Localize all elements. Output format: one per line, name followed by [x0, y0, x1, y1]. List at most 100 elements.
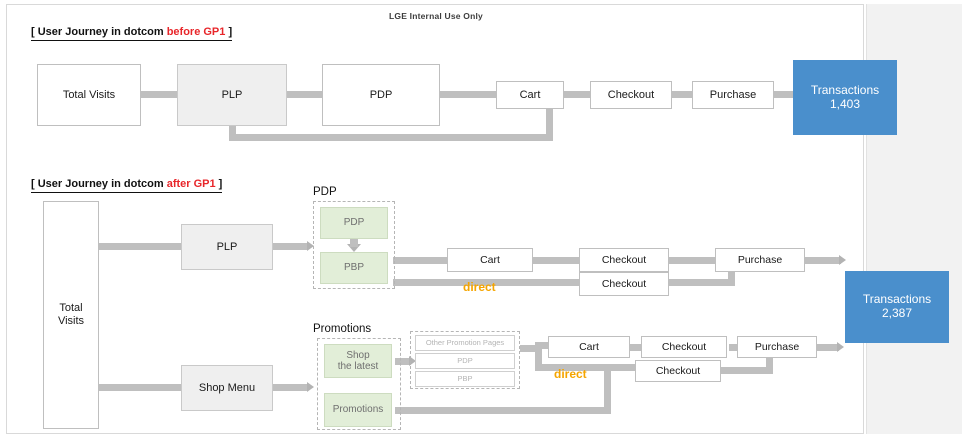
pdp-group-label: PDP	[313, 186, 337, 198]
node-transactions-before[interactable]: Transactions 1,403	[793, 60, 897, 135]
node-pbp-inner-label: PBP	[343, 262, 364, 274]
node-checkout-after-bottom-direct-label: Checkout	[655, 364, 701, 377]
node-checkout-after-bottom[interactable]: Checkout	[641, 336, 727, 358]
node-purchase-after-top[interactable]: Purchase	[715, 248, 805, 272]
node-promo-pbp[interactable]: PBP	[415, 371, 515, 387]
node-total-visits-after-line2: Visits	[57, 315, 85, 327]
node-pbp-inner[interactable]: PBP	[320, 252, 388, 284]
connector-plp-bypass-vertical	[229, 123, 236, 141]
connector-purchase-transactions-bottom-arrowhead	[837, 342, 844, 352]
node-pdp-inner[interactable]: PDP	[320, 207, 388, 239]
node-plp-after[interactable]: PLP	[181, 224, 273, 270]
node-pdp-before[interactable]: PDP	[322, 64, 440, 126]
node-checkout-after-top-direct-label: Checkout	[601, 277, 647, 290]
node-checkout-after-top-direct[interactable]: Checkout	[579, 272, 669, 296]
node-cart-before[interactable]: Cart	[496, 81, 564, 109]
node-shop-menu-after[interactable]: Shop Menu	[181, 365, 273, 411]
connector-purchase-transactions	[771, 91, 799, 98]
connector-plp-pdpgroup-arrowhead	[307, 241, 314, 251]
connector-cart-checkout-top	[529, 257, 583, 264]
section-title-after-highlight: after GP1	[166, 178, 216, 190]
connector-cart-checkout-bottom	[629, 344, 645, 351]
section-title-after: [ User Journey in dotcom after GP1 ]	[31, 178, 223, 193]
connector-plp-pdp	[285, 91, 329, 98]
connector-pbp-direct	[393, 279, 583, 286]
node-cart-after-bottom-label: Cart	[579, 340, 599, 353]
node-purchase-after-bottom[interactable]: Purchase	[737, 336, 817, 358]
node-pdp-inner-label: PDP	[343, 217, 365, 229]
connector-pdp-pbp-arrowhead	[347, 244, 361, 252]
node-pdp-before-label: PDP	[369, 88, 393, 101]
node-checkout-before[interactable]: Checkout	[590, 81, 672, 109]
connector-purchase-transactions-top	[801, 257, 841, 264]
node-checkout-after-top-label: Checkout	[601, 253, 647, 266]
connector-pbp-cart-top	[393, 257, 451, 264]
connector-promotions-bottom-v	[604, 367, 611, 414]
node-transactions-after-label: Transactions	[862, 292, 932, 307]
node-promotions-inner-label: Promotions	[332, 404, 384, 416]
section-title-before-highlight: before GP1	[166, 26, 226, 38]
node-cart-after-bottom[interactable]: Cart	[548, 336, 630, 358]
node-checkout-after-bottom-direct[interactable]: Checkout	[635, 360, 721, 382]
node-total-visits-before-label: Total Visits	[62, 88, 116, 101]
confidential-notice: LGE Internal Use Only	[389, 11, 483, 21]
node-purchase-before[interactable]: Purchase	[692, 81, 774, 109]
section-title-after-suffix: ]	[215, 178, 223, 190]
connector-shopmenu-promogroup-arrowhead	[307, 382, 314, 392]
node-total-visits-after[interactable]: Total Visits	[43, 201, 99, 429]
node-other-promotion-pages-label: Other Promotion Pages	[425, 337, 505, 347]
connector-promopages-out	[520, 345, 542, 352]
connector-totalvisits-plp-after	[99, 243, 181, 250]
node-purchase-before-label: Purchase	[709, 88, 757, 101]
node-total-visits-after-line1: Total	[59, 302, 83, 315]
node-transactions-after-value: 2,387	[881, 306, 913, 320]
connector-purchase-transactions-top-arrowhead	[839, 255, 846, 265]
node-other-promotion-pages[interactable]: Other Promotion Pages	[415, 335, 515, 351]
node-cart-after-top[interactable]: Cart	[447, 248, 533, 272]
connector-promopages-direct	[535, 364, 635, 371]
section-title-after-prefix: [ User Journey in dotcom	[31, 178, 167, 190]
connector-pdp-cart	[437, 91, 501, 98]
node-total-visits-before[interactable]: Total Visits	[37, 64, 141, 126]
node-transactions-before-value: 1,403	[829, 96, 861, 111]
section-title-before-prefix: [ User Journey in dotcom	[31, 26, 167, 38]
node-plp-after-label: PLP	[216, 240, 238, 253]
node-promo-pdp[interactable]: PDP	[415, 353, 515, 369]
promotions-group-box	[317, 338, 401, 430]
direct-label-top: direct	[463, 280, 496, 294]
connector-directcheckout-merge-v	[728, 263, 735, 286]
connector-directcheckout-merge-bottom-v	[766, 350, 773, 374]
connector-checkout-purchase-top	[665, 257, 719, 264]
node-purchase-after-bottom-label: Purchase	[754, 340, 800, 353]
node-plp-before-label: PLP	[221, 88, 243, 101]
connector-bypass-cart-vertical	[546, 101, 553, 141]
node-promo-pbp-label: PBP	[457, 373, 473, 383]
connector-directcheckout-merge-h	[665, 279, 735, 286]
node-promotions-inner[interactable]: Promotions	[324, 393, 392, 427]
connector-checkout-purchase	[669, 91, 695, 98]
direct-label-bottom: direct	[554, 367, 587, 381]
connector-shopthelatest-promopages-arrowhead	[409, 356, 416, 366]
connector-purchase-transactions-bottom	[813, 344, 839, 351]
node-transactions-before-label: Transactions	[810, 82, 880, 97]
connector-promopages-cart	[535, 342, 553, 349]
node-transactions-after[interactable]: Transactions 2,387	[845, 271, 949, 343]
section-title-before: [ User Journey in dotcom before GP1 ]	[31, 26, 233, 41]
node-cart-after-top-label: Cart	[480, 253, 500, 266]
node-cart-before-label: Cart	[519, 88, 541, 101]
connector-shopmenu-promogroup	[272, 384, 308, 391]
node-checkout-after-bottom-label: Checkout	[661, 340, 707, 353]
node-checkout-before-label: Checkout	[607, 88, 655, 101]
promo-pages-group-box	[410, 331, 520, 389]
connector-totalvisits-shopmenu-after	[99, 384, 181, 391]
node-shop-the-latest[interactable]: Shop the latest	[324, 344, 392, 378]
connector-plp-bypass-horizontal	[229, 134, 553, 141]
node-checkout-after-top[interactable]: Checkout	[579, 248, 669, 272]
node-shop-the-latest-line1: Shop	[346, 349, 370, 361]
slide-frame: LGE Internal Use Only [ User Journey in …	[6, 4, 949, 434]
node-plp-before[interactable]: PLP	[177, 64, 287, 126]
node-purchase-after-top-label: Purchase	[737, 253, 783, 266]
connector-totalvisits-plp	[135, 91, 187, 98]
connector-plp-pdpgroup	[272, 243, 308, 250]
